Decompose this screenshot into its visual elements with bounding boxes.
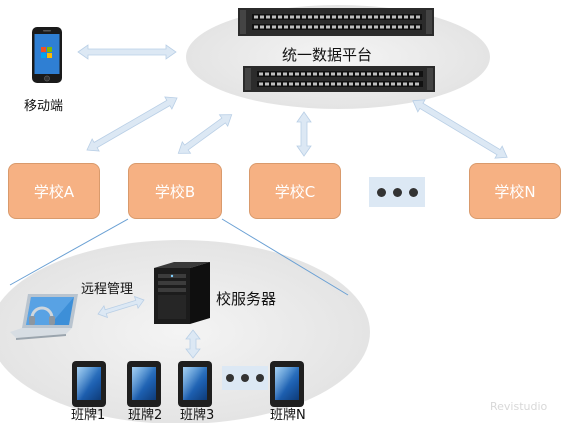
school-box-c: 学校C bbox=[249, 163, 341, 219]
class-board-icon bbox=[270, 361, 304, 407]
arrow-server-boards bbox=[185, 329, 201, 359]
class-board-label-2: 班牌2 bbox=[128, 408, 163, 423]
class-board-icon bbox=[127, 361, 161, 407]
fan-line-right bbox=[221, 218, 349, 296]
school-box-n: 学校N bbox=[469, 163, 561, 219]
class-board-icon bbox=[178, 361, 212, 407]
school-box-b: 学校B bbox=[128, 163, 222, 219]
arrow-platform-schoolB bbox=[177, 114, 233, 154]
more-schools-ellipsis bbox=[369, 177, 425, 207]
class-board-label-1: 班牌1 bbox=[71, 408, 106, 423]
arrow-platform-schoolN bbox=[412, 99, 508, 159]
remote-management-label: 远程管理 bbox=[81, 282, 134, 297]
switch-icon bbox=[243, 66, 435, 92]
switch-icon bbox=[238, 8, 434, 36]
fan-line-left bbox=[9, 218, 129, 286]
more-boards-ellipsis bbox=[222, 366, 268, 390]
arrow-mobile-platform bbox=[77, 44, 177, 60]
school-server-label: 校服务器 bbox=[216, 290, 277, 308]
arrow-remote-server bbox=[97, 295, 145, 319]
class-board-label-n: 班牌N bbox=[270, 408, 306, 423]
class-board-icon bbox=[72, 361, 106, 407]
arrow-platform-schoolC bbox=[296, 111, 312, 157]
laptop-icon bbox=[10, 294, 78, 340]
class-board-label-3: 班牌3 bbox=[180, 408, 215, 423]
watermark: Revistudio bbox=[490, 400, 548, 413]
platform-label: 统一数据平台 bbox=[282, 46, 373, 64]
mobile-phone-icon bbox=[32, 27, 62, 83]
mobile-label: 移动端 bbox=[24, 99, 64, 114]
server-tower-icon bbox=[154, 262, 210, 324]
school-box-a: 学校A bbox=[8, 163, 100, 219]
arrow-platform-schoolA bbox=[86, 96, 178, 152]
